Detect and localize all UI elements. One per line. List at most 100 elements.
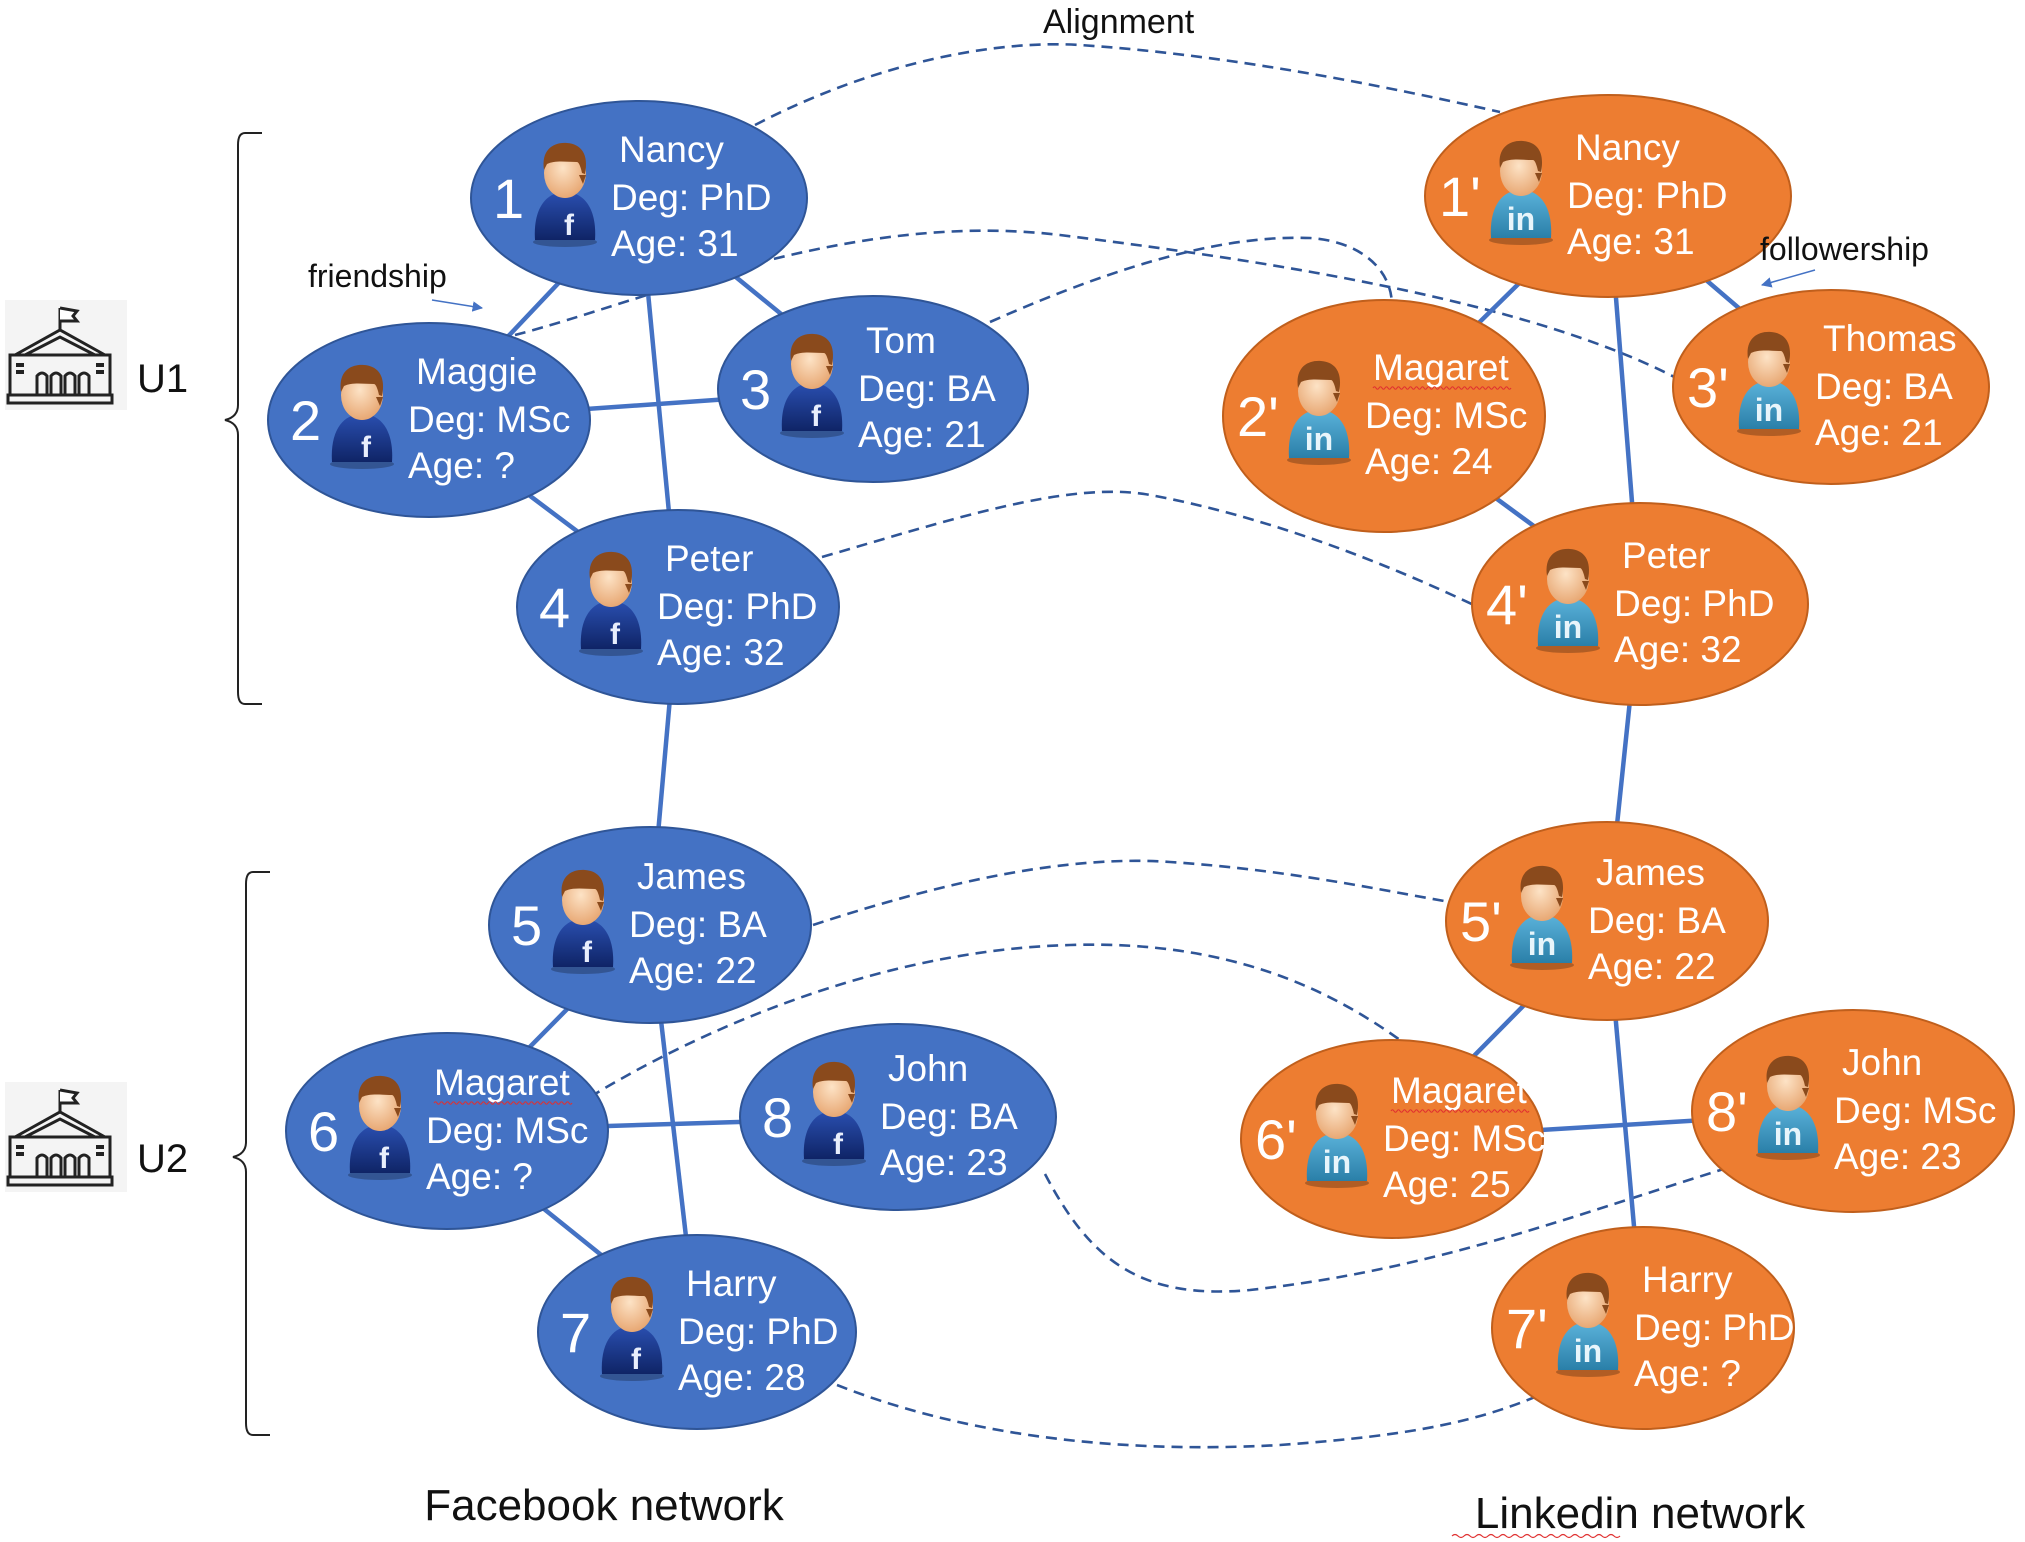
linkedin-network-title: Linkedin network xyxy=(1475,1489,1806,1538)
node-name: Peter xyxy=(665,538,753,579)
alignment-links xyxy=(514,42,1728,1449)
node-ellipse xyxy=(1672,289,1990,485)
linkedin-user-icon: in xyxy=(1756,1055,1820,1160)
facebook-user-icon: f xyxy=(348,1075,412,1180)
linkedin-user-icon: in xyxy=(1737,331,1801,436)
alignment-link-6-6p xyxy=(589,943,1401,1099)
node-id: 7' xyxy=(1506,1297,1548,1360)
node-age: Age: 22 xyxy=(1588,946,1716,987)
linkedin-user-icon: in xyxy=(1305,1083,1369,1188)
node-name: Maggie xyxy=(416,351,537,392)
linkedin-in-glyph: in xyxy=(1323,1144,1351,1180)
facebook-f-glyph: f xyxy=(833,1128,844,1161)
node-name: Magaret xyxy=(434,1062,570,1103)
node-age: Age: 28 xyxy=(678,1357,806,1398)
linkedin-in-glyph: in xyxy=(1755,392,1783,428)
node-ellipse xyxy=(1240,1039,1544,1239)
node-deg: Deg: PhD xyxy=(1567,175,1727,216)
followership-label: followership xyxy=(1760,231,1929,267)
linkedin-in-glyph: in xyxy=(1305,421,1333,457)
u1-label: U1 xyxy=(137,357,188,401)
node-age: Age: ? xyxy=(408,445,515,486)
node-deg: Deg: BA xyxy=(1815,366,1953,407)
network-edges xyxy=(427,194,1854,1334)
linkedin-in-glyph: in xyxy=(1774,1116,1802,1152)
facebook-f-glyph: f xyxy=(361,431,372,464)
facebook-user-icon: f xyxy=(533,142,597,247)
alignment-link-4-4p xyxy=(821,490,1481,610)
node-deg: Deg: PhD xyxy=(657,586,817,627)
node-deg: Deg: BA xyxy=(880,1096,1018,1137)
u1-brace xyxy=(224,132,262,705)
linkedin-in-glyph: in xyxy=(1528,926,1556,962)
facebook-f-glyph: f xyxy=(379,1142,390,1175)
alignment-label: Alignment xyxy=(1043,3,1195,41)
alignment-link-7-8p xyxy=(836,1383,1541,1449)
node-age: Age: 22 xyxy=(629,950,757,991)
facebook-user-icon: f xyxy=(802,1061,866,1166)
node-id: 8 xyxy=(762,1086,793,1149)
friendship-arrow xyxy=(431,299,484,312)
university-building-icon xyxy=(5,1082,127,1192)
linkedin-in-glyph: in xyxy=(1507,201,1535,237)
node-id: 6' xyxy=(1255,1108,1297,1171)
node-age: Age: 23 xyxy=(1834,1136,1962,1177)
node-name: Harry xyxy=(686,1263,777,1304)
node-id: 5 xyxy=(511,894,542,957)
linkedin-spellcheck-underline xyxy=(1451,1533,1621,1539)
followership-arrow xyxy=(1760,269,1816,288)
node-id: 2 xyxy=(290,389,321,452)
node-id: 7 xyxy=(560,1301,591,1364)
node-id: 3 xyxy=(740,358,771,421)
linkedin-user-icon: in xyxy=(1536,548,1600,653)
facebook-user-icon: f xyxy=(551,869,615,974)
node-age: Age: 32 xyxy=(1614,629,1742,670)
spellcheck-underline xyxy=(1390,1109,1530,1113)
node-id: 1' xyxy=(1439,165,1481,228)
node-name: John xyxy=(1842,1042,1922,1083)
node-id: 4' xyxy=(1486,573,1528,636)
node-deg: Deg: MSc xyxy=(1383,1118,1545,1159)
linkedin-user-icon: in xyxy=(1287,360,1351,465)
node-deg: Deg: PhD xyxy=(1634,1307,1794,1348)
node-name: Tom xyxy=(866,320,936,361)
spellcheck-underline xyxy=(1372,386,1512,390)
node-name: Peter xyxy=(1622,535,1710,576)
facebook-user-icon: f xyxy=(780,333,844,438)
node-age: Age: 31 xyxy=(1567,221,1695,262)
node-id: 3' xyxy=(1687,356,1729,419)
node-name: Thomas xyxy=(1823,318,1957,359)
node-age: Age: 32 xyxy=(657,632,785,673)
node-id: 8' xyxy=(1706,1080,1748,1143)
node-name: James xyxy=(637,856,746,897)
alignment-link-2-3p xyxy=(514,229,1681,382)
linkedin-in-glyph: in xyxy=(1574,1333,1602,1369)
node-deg: Deg: BA xyxy=(858,368,996,409)
node-ellipse xyxy=(1491,1226,1795,1430)
node-ellipse xyxy=(1222,299,1546,533)
friendship-label: friendship xyxy=(308,258,447,294)
node-name: James xyxy=(1596,852,1705,893)
facebook-f-glyph: f xyxy=(582,936,593,969)
node-age: Age: 21 xyxy=(858,414,986,455)
facebook-f-glyph: f xyxy=(631,1343,642,1376)
facebook-user-icon: f xyxy=(600,1276,664,1381)
node-age: Age: ? xyxy=(1634,1353,1741,1394)
alignment-link-8-7p xyxy=(1043,1166,1728,1293)
node-name: Magaret xyxy=(1373,347,1509,388)
node-age: Age: 25 xyxy=(1383,1164,1511,1205)
linkedin-in-glyph: in xyxy=(1554,609,1582,645)
